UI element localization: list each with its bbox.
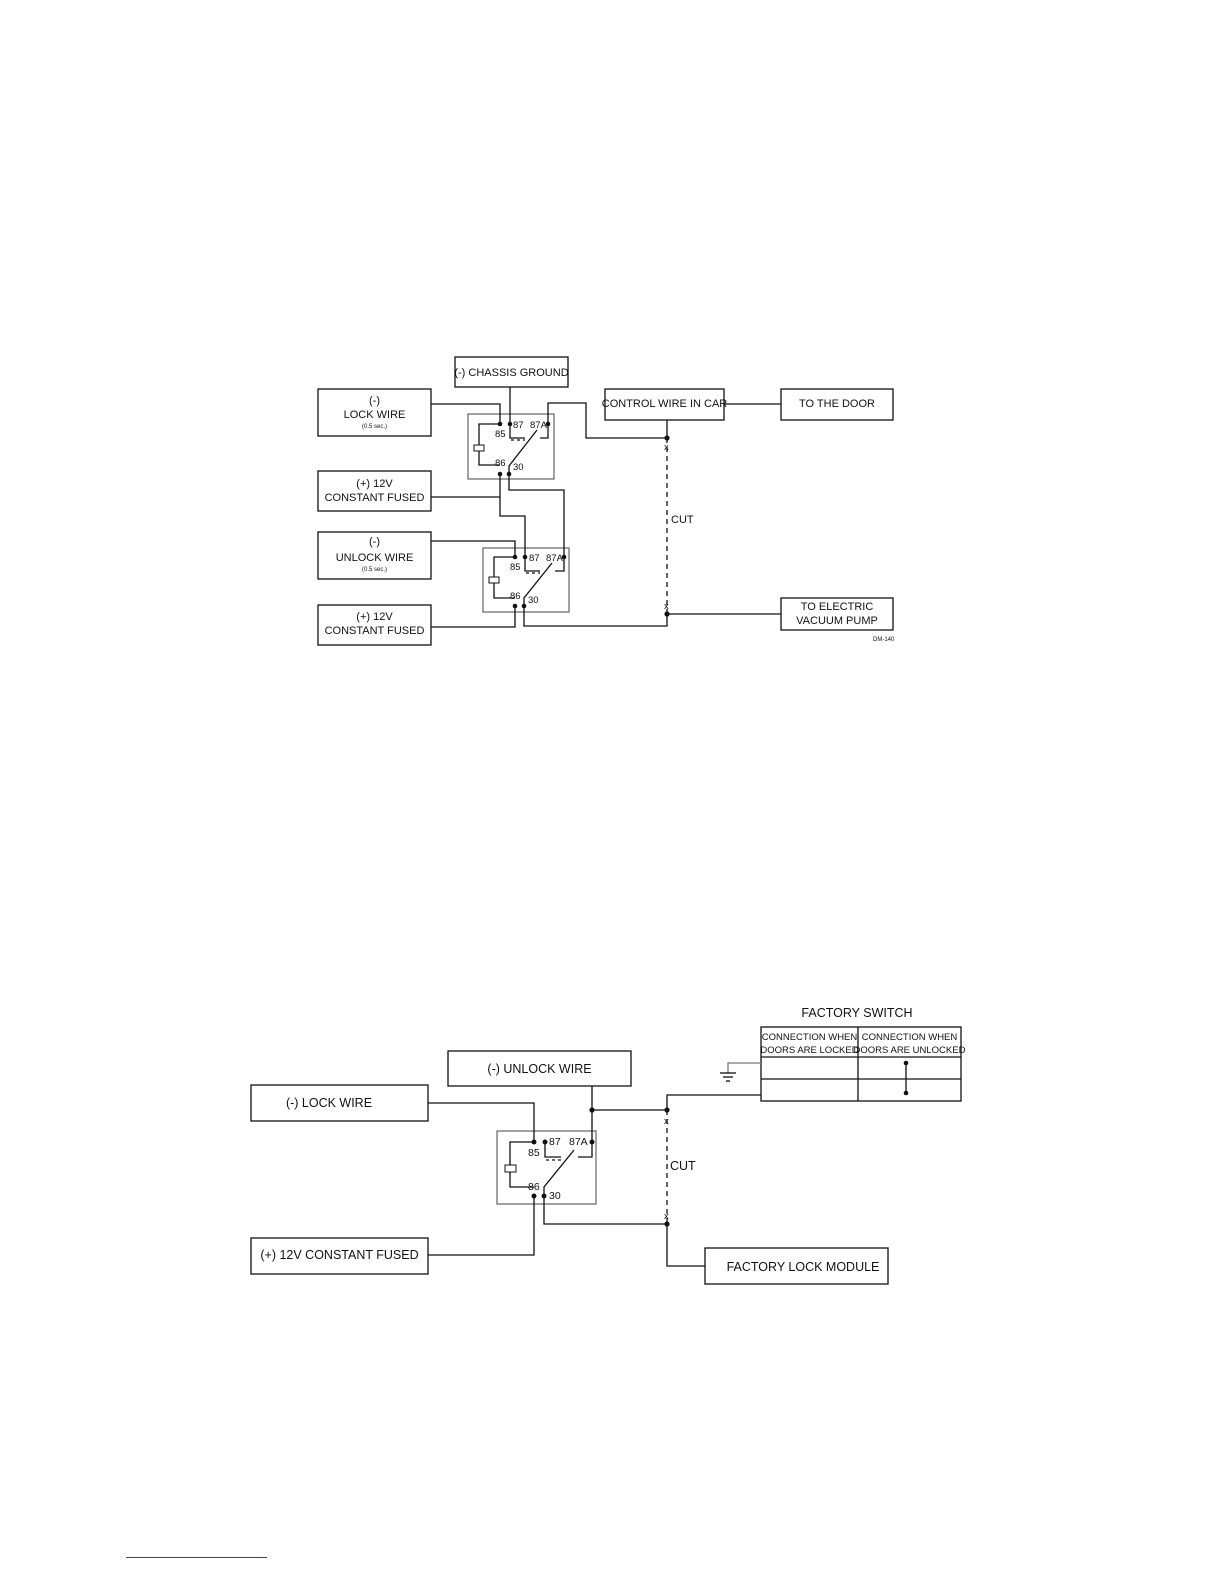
- lock-wire-sign: (-): [369, 395, 380, 407]
- relay-3-switch-arm: [543, 1142, 593, 1196]
- constant-fused-2-box: [317, 604, 432, 646]
- relay-2: 87 87A 85 86 30: [482, 547, 570, 613]
- 87a-to-switch: [592, 1094, 761, 1111]
- relay-3-pin-87a: 87A: [569, 1136, 588, 1148]
- relay-1: 87 87A 85 86 30: [467, 413, 555, 480]
- relay-1-coil-icon: [473, 444, 485, 452]
- factory-lock-module-label: FACTORY LOCK MODULE: [727, 1260, 880, 1274]
- lock-wire-box-2: [250, 1084, 429, 1122]
- relay-2-coil-icon: [488, 576, 500, 584]
- to-pump-line1: TO ELECTRIC: [801, 601, 874, 613]
- unlock-wire-sign: (-): [369, 536, 380, 548]
- constant-fused-label-2: (+) 12V CONSTANT FUSED: [260, 1248, 418, 1262]
- fused-to-86-d2: [428, 1196, 535, 1256]
- col-locked-line2: DOORS ARE LOCKED: [760, 1045, 858, 1056]
- constant-fused-2-line2: CONSTANT FUSED: [325, 625, 425, 637]
- diagram-1: (-) CHASSIS GROUND (-) LOCK WIRE (0.5 se…: [317, 356, 895, 646]
- relay-1-pin-86: 86: [495, 458, 506, 469]
- constant-fused-box-2: [250, 1237, 429, 1275]
- 86-to-relay2-87: [499, 497, 526, 557]
- cut-mark-2a: x: [664, 1116, 669, 1127]
- relay-2-pin-87: 87: [529, 553, 540, 564]
- diagram-1-wires: x x CUT DM-140: [431, 387, 895, 643]
- lock-wire-box: [317, 388, 432, 437]
- 87a-to-control: [547, 402, 667, 439]
- relay-2-coil-wire: [493, 556, 515, 599]
- control-wire-box: [604, 388, 725, 421]
- cut-mark-1b: x: [664, 601, 669, 612]
- relay-1-no-contact: [509, 424, 525, 439]
- relay-2-switch-arm: [523, 557, 565, 606]
- unlock-wire-label: UNLOCK WIRE: [336, 552, 414, 564]
- diagram-2: FACTORY SWITCH CONNECTION WHEN DOORS ARE…: [250, 1006, 966, 1285]
- relay-1-body: [467, 413, 555, 480]
- relay-2-body: [482, 547, 570, 613]
- relay-3-coil-icon: [504, 1164, 517, 1173]
- relay-3-pin-85: 85: [528, 1147, 540, 1159]
- relay-3: 87 87A 85 86 30: [496, 1130, 597, 1205]
- cut-mark-1a: x: [664, 442, 669, 453]
- figure-code: DM-140: [873, 637, 895, 643]
- to-pump-line2: VACUUM PUMP: [796, 615, 878, 627]
- lock-wire-to-85-d2: [428, 1102, 535, 1142]
- cut-label-1: CUT: [671, 514, 694, 526]
- lock-wire-to-85: [431, 403, 501, 424]
- relay-1-pin-87: 87: [513, 420, 524, 431]
- col-unlocked-line1: CONNECTION WHEN: [862, 1032, 958, 1043]
- unlock-wire-box-2: [447, 1050, 632, 1087]
- cut-mark-2b: x: [664, 1211, 669, 1222]
- cut-label-2: CUT: [670, 1159, 696, 1173]
- control-wire-label: CONTROL WIRE IN CAR: [602, 398, 728, 410]
- col-locked-line1: CONNECTION WHEN: [762, 1032, 858, 1043]
- relay-1-pin-30: 30: [513, 462, 524, 473]
- constant-fused-1-box: [317, 470, 432, 512]
- relay-2-pin-85: 85: [510, 562, 521, 573]
- relay-1-pin-85: 85: [495, 429, 506, 440]
- fused1-to-86: [431, 474, 501, 498]
- lock-wire-note: (0.5 sec.): [362, 424, 387, 430]
- 30-to-lock-module: [543, 1196, 705, 1267]
- relay-2-pin-86: 86: [510, 591, 521, 602]
- diagram-2-wires: x x CUT: [428, 1086, 761, 1267]
- relay-1-switch-arm: [508, 424, 549, 474]
- relay-2-pin-30: 30: [528, 595, 539, 606]
- relay-1-coil-wire: [478, 423, 500, 466]
- lock-wire-label-2: (-) LOCK WIRE: [286, 1096, 372, 1110]
- constant-fused-1-line2: CONSTANT FUSED: [325, 492, 425, 504]
- ground-symbol-icon: [720, 1062, 761, 1082]
- factory-lock-module-box: [704, 1247, 889, 1285]
- unlock-wire-box: [317, 531, 432, 580]
- relay-3-body: [496, 1130, 597, 1205]
- unlock-wire-label-2: (-) UNLOCK WIRE: [487, 1062, 591, 1076]
- fused2-to-86: [431, 606, 516, 628]
- relay-2-no-contact: [524, 557, 540, 572]
- to-door-label: TO THE DOOR: [799, 398, 875, 410]
- chassis-ground-label: (-) CHASSIS GROUND: [454, 367, 568, 379]
- col-unlocked-line2: DOORS ARE UNLOCKED: [854, 1045, 966, 1056]
- unlock-to-85: [431, 540, 516, 557]
- constant-fused-1-line1: (+) 12V: [356, 478, 393, 490]
- 30-to-pump-line: [523, 606, 668, 627]
- relay-3-pin-87: 87: [549, 1136, 561, 1148]
- relay-3-pin-86: 86: [528, 1181, 540, 1193]
- lock-wire-label: LOCK WIRE: [344, 409, 406, 421]
- relay-3-coil-wire: [509, 1141, 534, 1188]
- factory-switch-table-frame: [760, 1026, 962, 1102]
- 30-to-relay2-87a: [508, 474, 565, 557]
- relay-3-pin-30: 30: [549, 1190, 561, 1202]
- chassis-ground-box: [454, 356, 569, 388]
- factory-switch-table: CONNECTION WHEN DOORS ARE LOCKED CONNECT…: [760, 1026, 966, 1102]
- constant-fused-2-line1: (+) 12V: [356, 611, 393, 623]
- footer-rule: [126, 1557, 267, 1558]
- relay-2-pin-87a: 87A: [546, 553, 564, 564]
- to-pump-box: [780, 597, 894, 631]
- relay-1-pin-87a: 87A: [530, 420, 548, 431]
- relay-3-no-contact: [544, 1142, 561, 1158]
- unlock-wire-note: (0.5 sec.): [362, 567, 387, 573]
- factory-switch-title: FACTORY SWITCH: [801, 1006, 912, 1020]
